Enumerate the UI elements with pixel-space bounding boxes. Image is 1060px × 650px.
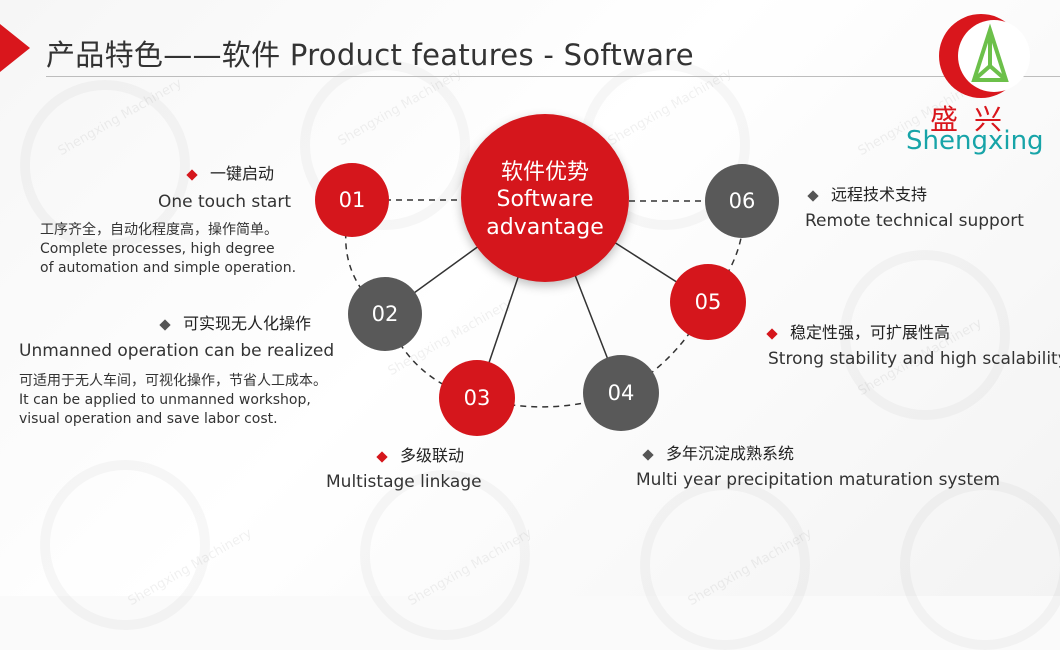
feature-unmanned-operation: 可实现无人化操作 Unmanned operation can be reali… [19,310,334,429]
diamond-bullet-icon [159,318,171,331]
feature-multistage-linkage: 多级联动 Multistage linkage [326,442,482,492]
feature-en-label: Strong stability and high scalability [768,349,1060,369]
header-accent-arrow [0,24,30,72]
center-chinese-label: 软件优势 [500,160,589,185]
feature-remote-support: 远程技术支持 Remote technical support [805,181,1024,231]
feature-cn-label: 多级联动 [400,446,465,465]
node-02: 02 [348,277,422,351]
feature-en-label: One touch start [158,192,291,212]
feature-cn-label: 多年沉淀成熟系统 [666,444,795,463]
feature-desc-en-line1: Complete processes, high degree [40,241,275,257]
center-circle-software-advantage: 软件优势 Software advantage [461,114,629,282]
diamond-bullet-icon [766,327,778,340]
feature-cn-label: 一键启动 [210,164,275,183]
diamond-bullet-icon [807,189,819,202]
background [0,0,1060,596]
company-logo [939,14,1030,98]
feature-desc-en-line1: It can be applied to unmanned workshop, [19,392,311,408]
feature-desc-en-line2: of automation and simple operation. [40,260,297,276]
feature-desc-en-line2: visual operation and save labor cost. [19,411,278,427]
center-english-line1: Software [496,187,594,212]
feature-desc-cn: 可适用于无人车间，可视化操作，节省人工成本。 [19,373,327,389]
diamond-bullet-icon [376,450,388,463]
logo-english-name: Shengxing [906,126,1044,156]
feature-mature-system: 多年沉淀成熟系统 Multi year precipitation matura… [636,440,1000,490]
node-03: 03 [439,360,515,436]
diagram-connectors [345,197,745,408]
feature-cn-label: 可实现无人化操作 [183,314,312,333]
logo-chinese-name: 盛兴 [930,103,1019,136]
feature-one-touch-start: 一键启动 One touch start 工序齐全，自动化程度高，操作简单。 C… [40,160,296,278]
feature-desc-cn: 工序齐全，自动化程度高，操作简单。 [40,222,278,238]
diamond-bullet-icon [642,448,654,461]
feature-en-label: Multistage linkage [326,472,482,492]
feature-cn-label: 远程技术支持 [831,185,928,204]
feature-en-label: Multi year precipitation maturation syst… [636,470,1001,490]
diamond-bullet-icon [186,168,198,181]
feature-en-label: Unmanned operation can be realized [19,341,335,361]
title-divider [46,76,1060,77]
node-05: 05 [670,264,746,340]
node-01: 01 [315,163,389,237]
node-06: 06 [705,164,779,238]
node-04: 04 [583,355,659,431]
feature-stability-scalability: 稳定性强，可扩展性高 Strong stability and high sca… [766,319,1060,369]
page-title: 产品特色——软件 Product features - Software [46,38,694,72]
center-english-line2: advantage [486,215,604,240]
feature-en-label: Remote technical support [805,211,1024,231]
feature-cn-label: 稳定性强，可扩展性高 [790,323,951,342]
